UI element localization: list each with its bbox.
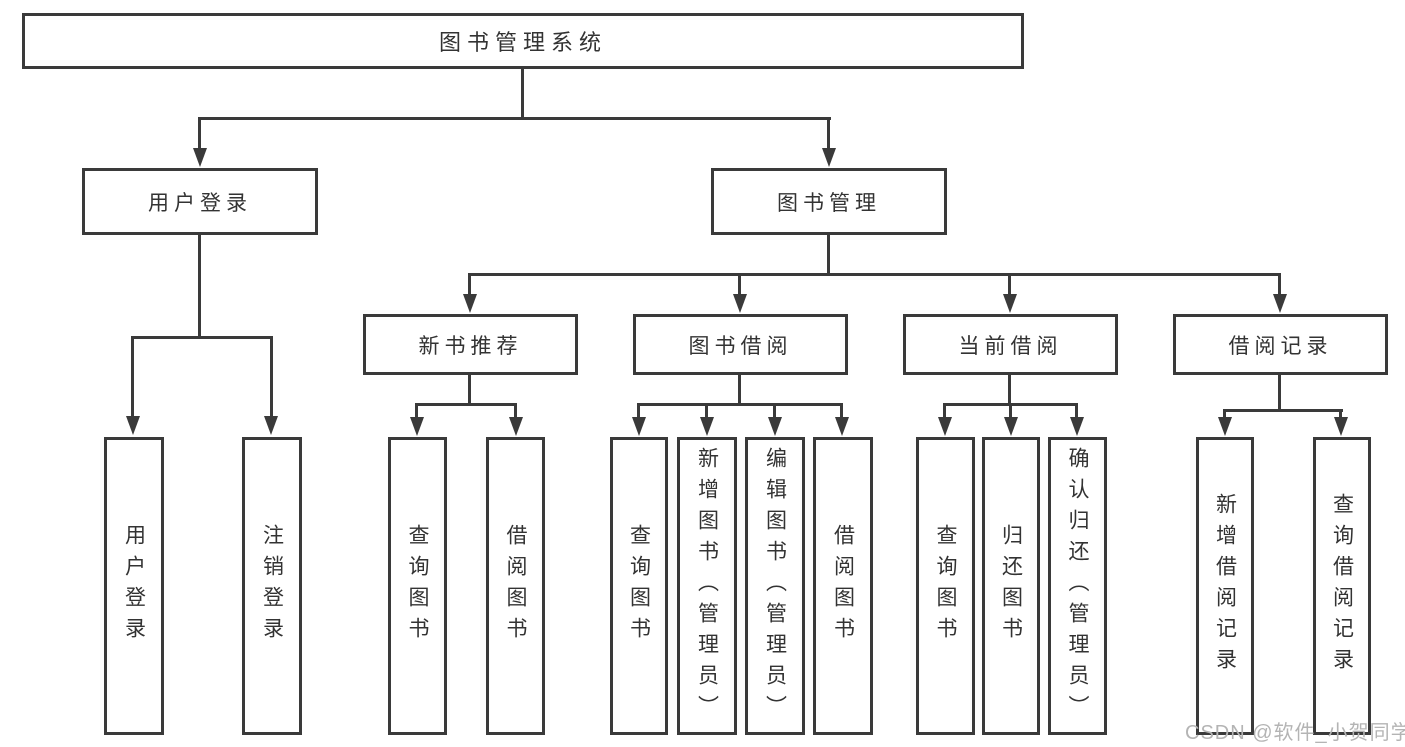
connector-current-stem <box>1008 375 1011 406</box>
connector-mgmt-drop-2 <box>738 273 741 296</box>
connector-borrow-drop-3 <box>773 403 776 419</box>
connector-login-stem <box>198 235 201 339</box>
watermark-text: CSDN @软件_小贺同学 <box>1185 722 1405 744</box>
connector-mgmt-drop-3 <box>1008 273 1011 296</box>
connector-mgmt-drop-1 <box>468 273 471 296</box>
node-new-book-recommend-label: 新书推荐 <box>418 334 523 358</box>
connector-login-left-drop <box>131 336 134 418</box>
leaf-add-book-admin: 新增图书（管理员） <box>677 437 737 735</box>
leaf-user-login-label: 用户登录 <box>122 524 146 648</box>
leaf-add-borrow-record-label: 新增借阅记录 <box>1213 493 1237 679</box>
connector-recommend-branch <box>415 403 517 406</box>
connector-recommend-stem <box>468 375 471 406</box>
connector-current-drop-3 <box>1075 403 1078 419</box>
leaf-query-borrow-record-label: 查询借阅记录 <box>1330 493 1354 679</box>
arrow-to-leaf-logout <box>264 416 278 435</box>
node-new-book-recommend: 新书推荐 <box>363 314 578 375</box>
arrow-to-borrow-add <box>700 417 714 436</box>
connector-login-branch <box>131 336 273 339</box>
leaf-borrow-query-books: 查询图书 <box>610 437 668 735</box>
node-user-login: 用户登录 <box>82 168 318 235</box>
leaf-current-query-books: 查询图书 <box>916 437 975 735</box>
node-user-login-label: 用户登录 <box>148 191 252 215</box>
connector-recommend-drop-2 <box>514 403 517 419</box>
leaf-confirm-return-admin-label: 确认归还（管理员） <box>1066 446 1089 726</box>
arrow-to-borrow-borrow <box>835 417 849 436</box>
connector-records-branch <box>1223 409 1343 412</box>
node-book-borrow-label: 图书借阅 <box>688 334 793 358</box>
leaf-confirm-return-admin: 确认归还（管理员） <box>1048 437 1107 735</box>
leaf-add-borrow-record: 新增借阅记录 <box>1196 437 1254 735</box>
connector-borrow-drop-4 <box>840 403 843 419</box>
arrow-to-recommend-borrow <box>509 417 523 436</box>
arrow-to-borrow-query <box>632 417 646 436</box>
node-root-label: 图书管理系统 <box>438 30 607 55</box>
connector-records-drop-1 <box>1223 409 1226 419</box>
arrow-to-records-add <box>1218 417 1232 436</box>
connector-current-drop-2 <box>1009 403 1012 419</box>
arrow-to-records-query <box>1334 417 1348 436</box>
leaf-recommend-query-books: 查询图书 <box>388 437 447 735</box>
connector-mgmt-stem <box>827 235 830 276</box>
arrow-to-leaf-user-login <box>126 416 140 435</box>
connector-root-branch <box>198 117 831 120</box>
node-current-borrow-label: 当前借阅 <box>958 334 1063 358</box>
node-book-management: 图书管理 <box>711 168 947 235</box>
node-current-borrow: 当前借阅 <box>903 314 1118 375</box>
connector-root-left-drop <box>198 117 201 150</box>
leaf-add-book-admin-label: 新增图书（管理员） <box>695 446 719 726</box>
connector-borrow-stem <box>738 375 741 406</box>
connector-mgmt-drop-4 <box>1278 273 1281 296</box>
connector-current-drop-1 <box>943 403 946 419</box>
connector-mgmt-branch <box>468 273 1281 276</box>
arrow-to-new-book-recommend <box>463 294 477 313</box>
leaf-borrow-books: 借阅图书 <box>813 437 873 735</box>
leaf-borrow-query-books-label: 查询图书 <box>627 524 651 648</box>
leaf-edit-book-admin: 编辑图书（管理员） <box>745 437 805 735</box>
leaf-user-login: 用户登录 <box>104 437 164 735</box>
node-root: 图书管理系统 <box>22 13 1024 69</box>
node-book-borrow: 图书借阅 <box>633 314 848 375</box>
arrow-to-user-login <box>193 148 207 167</box>
leaf-recommend-query-books-label: 查询图书 <box>406 524 429 648</box>
leaf-borrow-books-label: 借阅图书 <box>831 524 855 648</box>
leaf-current-query-books-label: 查询图书 <box>934 524 957 648</box>
leaf-edit-book-admin-label: 编辑图书（管理员） <box>763 446 787 726</box>
leaf-recommend-borrow-books: 借阅图书 <box>486 437 545 735</box>
arrow-to-book-management <box>822 148 836 167</box>
connector-borrow-branch <box>637 403 843 406</box>
leaf-query-borrow-record: 查询借阅记录 <box>1313 437 1371 735</box>
arrow-to-borrow-records <box>1273 294 1287 313</box>
arrow-to-current-query <box>938 417 952 436</box>
node-borrow-records: 借阅记录 <box>1173 314 1388 375</box>
leaf-return-book-label: 归还图书 <box>999 524 1023 648</box>
connector-borrow-drop-2 <box>705 403 708 419</box>
arrow-to-book-borrow <box>733 294 747 313</box>
connector-records-stem <box>1278 375 1281 412</box>
arrow-to-borrow-edit <box>768 417 782 436</box>
leaf-logout-label: 注销登录 <box>260 524 284 648</box>
node-book-management-label: 图书管理 <box>777 191 881 215</box>
arrow-to-current-return <box>1004 417 1018 436</box>
arrow-to-current-borrow <box>1003 294 1017 313</box>
connector-borrow-drop-1 <box>637 403 640 419</box>
arrow-to-recommend-query <box>410 417 424 436</box>
node-borrow-records-label: 借阅记录 <box>1228 334 1333 358</box>
leaf-logout: 注销登录 <box>242 437 302 735</box>
connector-recommend-drop-1 <box>415 403 418 419</box>
connector-root-right-drop <box>827 117 830 150</box>
leaf-recommend-borrow-books-label: 借阅图书 <box>504 524 527 648</box>
connector-root-stem <box>521 68 524 119</box>
connector-login-right-drop <box>270 336 273 418</box>
connector-records-drop-2 <box>1339 409 1342 419</box>
arrow-to-current-confirm <box>1070 417 1084 436</box>
leaf-return-book: 归还图书 <box>982 437 1040 735</box>
